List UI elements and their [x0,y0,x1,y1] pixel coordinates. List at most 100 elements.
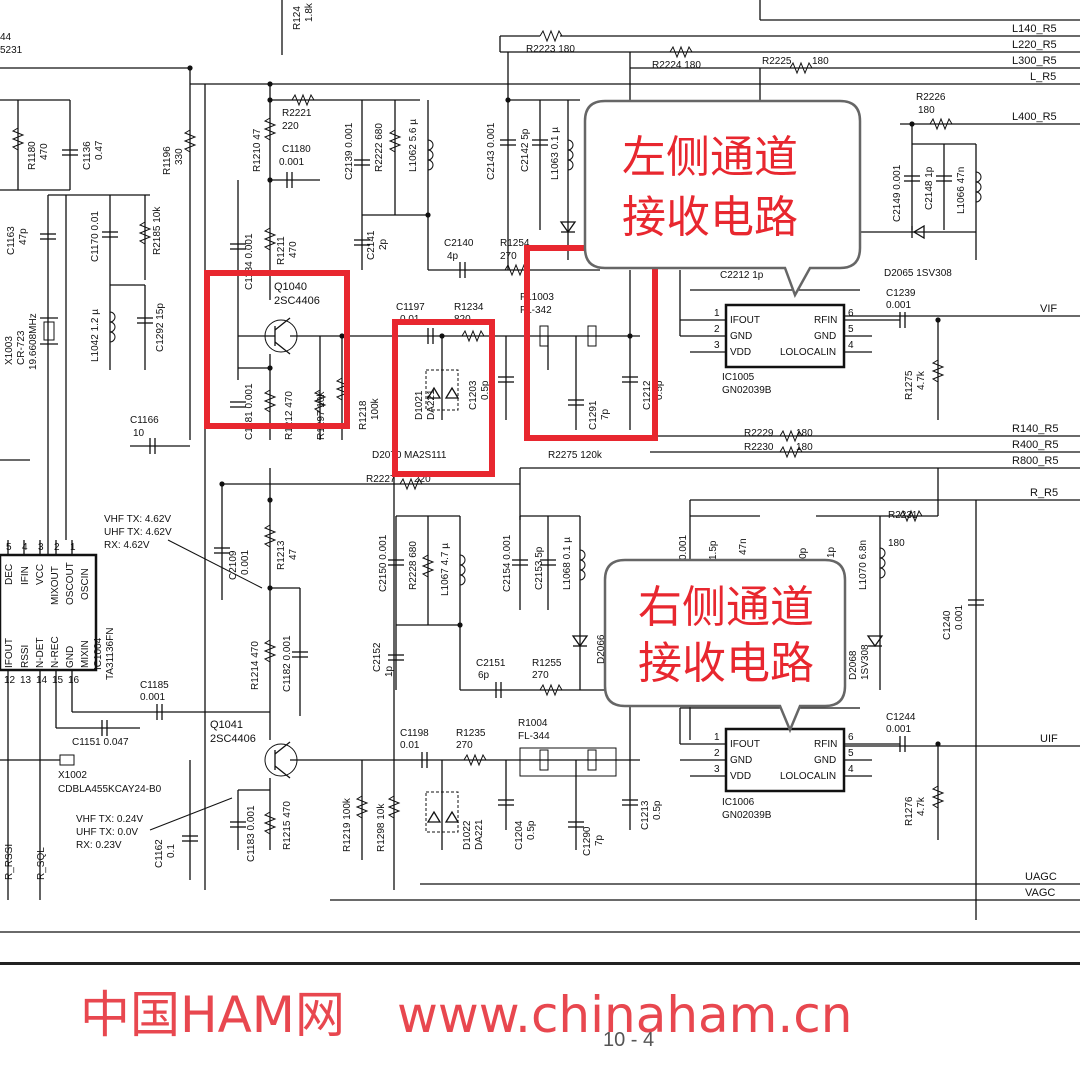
svg-text:C1162: C1162 [154,839,165,868]
svg-text:180: 180 [888,538,905,549]
svg-text:C1240: C1240 [942,610,953,640]
svg-text:C1166: C1166 [130,415,159,426]
net-l140: L140_R5 [1012,23,1057,35]
svg-text:1.8k: 1.8k [304,2,315,22]
svg-text:270: 270 [532,670,549,681]
svg-text:D2070: D2070 [372,450,402,461]
bottom-left-parts: C1185 0.001 C1151 0.047 X1002 CDBLA455KC… [0,680,198,880]
svg-text:4p: 4p [447,251,459,262]
svg-text:X1002: X1002 [58,770,87,781]
svg-text:47n: 47n [738,538,749,555]
svg-text:13: 13 [20,675,32,686]
svg-text:C1204: C1204 [514,820,525,850]
svg-text:7p: 7p [600,408,611,420]
svg-text:10: 10 [133,428,145,439]
svg-text:C1184 0.001: C1184 0.001 [244,233,255,290]
svg-text:6: 6 [848,732,854,743]
ic1005: IFOUT GND VDD RFIN GND LOLOCALIN 1 2 3 6… [679,270,945,420]
svg-text:R2230: R2230 [744,442,774,453]
svg-text:470: 470 [39,143,50,160]
svg-text:0.5p: 0.5p [526,820,537,840]
footer-separator [0,962,1080,965]
svg-text:330: 330 [174,148,185,165]
svg-text:C1213: C1213 [640,800,651,830]
svg-text:R2222 680: R2222 680 [374,123,385,172]
svg-text:R2225: R2225 [762,56,792,67]
svg-text:D2068: D2068 [848,650,859,680]
net-vif: VIF [1040,303,1057,315]
svg-text:R1211: R1211 [276,236,287,265]
svg-text:6p: 6p [478,670,490,681]
svg-text:D2066: D2066 [596,634,607,664]
svg-text:R1254: R1254 [500,238,530,249]
net-labels: L140_R5 L220_R5 L300_R5 L_R5 L400_R5 VIF… [4,23,1058,899]
svg-text:RFIN: RFIN [814,739,837,750]
watermark: 中国HAM网 www.chinaham.cn [80,975,904,1047]
svg-text:IFOUT: IFOUT [4,638,15,668]
svg-text:GND: GND [730,755,752,766]
svg-text:0.5p: 0.5p [654,380,665,400]
net-l400: L400_R5 [1012,111,1057,123]
svg-text:C1197: C1197 [396,302,425,313]
svg-text:FL-342: FL-342 [520,305,552,316]
svg-text:5: 5 [848,748,854,759]
svg-text:R1004: R1004 [518,718,548,729]
net-l-r5: L_R5 [1030,71,1056,83]
top-bus-lines [0,0,1080,933]
svg-text:0.001: 0.001 [240,550,251,575]
svg-text:L1062 5.6 µ: L1062 5.6 µ [408,119,419,172]
svg-text:1p: 1p [384,665,395,677]
net-r-r5: R_R5 [1030,487,1058,499]
bubble-right-line2: 接收电路 [638,638,814,689]
net-r400: R400_R5 [1012,439,1058,451]
svg-text:0.5p: 0.5p [480,380,491,400]
svg-text:3: 3 [38,542,44,553]
svg-text:R2224 180: R2224 180 [652,60,701,71]
svg-text:R1180: R1180 [27,141,38,170]
svg-text:2p: 2p [378,238,389,250]
svg-text:C1163: C1163 [6,226,17,255]
svg-text:VDD: VDD [730,771,751,782]
svg-text:UHF TX: 4.62V: UHF TX: 4.62V [104,527,172,538]
bubble-left-channel: 左侧通道 接收电路 [583,99,862,298]
ic1006: IFOUT GND VDD RFIN GND LOLOCALIN 1 2 3 6… [679,707,945,840]
svg-text:R1234: R1234 [454,302,484,313]
watermark-url: www.chinaham.cn [396,986,853,1044]
lower-filter-section: C1198 0.01 R1235 270 D1022 DA221 C1204 0… [400,690,663,856]
svg-text:R1196: R1196 [162,146,173,175]
svg-text:R1214 470: R1214 470 [250,641,261,690]
highlight-q1040-box [204,270,350,429]
svg-text:R1298 10k: R1298 10k [376,803,387,852]
svg-text:0.47: 0.47 [94,140,105,160]
svg-text:RX: 0.23V: RX: 0.23V [76,840,122,851]
svg-text:Q1041: Q1041 [210,719,243,731]
watermark-site-name: 中国HAM网 [80,986,345,1044]
svg-text:100k: 100k [370,397,381,420]
svg-text:DEC: DEC [4,564,15,585]
svg-text:2: 2 [714,324,720,335]
svg-text:R1212 470: R1212 470 [284,391,295,440]
svg-text:R1275: R1275 [904,370,915,400]
svg-text:C1239: C1239 [886,288,916,299]
svg-text:19.6608MHz: 19.6608MHz [28,313,39,370]
svg-text:16: 16 [68,675,80,686]
svg-text:C1182 0.001: C1182 0.001 [282,635,293,692]
net-l220: L220_R5 [1012,39,1057,51]
svg-text:1p: 1p [826,546,837,558]
svg-text:C1212: C1212 [642,380,653,410]
svg-text:470: 470 [288,241,299,258]
svg-text:C2151: C2151 [476,658,506,669]
net-r800: R800_R5 [1012,455,1058,467]
svg-text:MIXOUT: MIXOUT [50,566,61,605]
svg-text:VDD: VDD [730,347,751,358]
svg-text:12: 12 [4,675,16,686]
net-uif: UIF [1040,733,1058,745]
svg-text:C1203: C1203 [468,380,479,410]
svg-text:180: 180 [796,428,813,439]
lower-tuning-block: C2150 0.001 R2228 680 L1067 4.7 µ C2152 … [372,515,640,698]
svg-text:R2229: R2229 [744,428,774,439]
svg-text:C1170 0.01: C1170 0.01 [90,211,101,262]
highlight-d1021-box [392,319,495,477]
svg-text:R2227: R2227 [366,474,396,485]
svg-text:C1292 15p: C1292 15p [155,303,166,352]
